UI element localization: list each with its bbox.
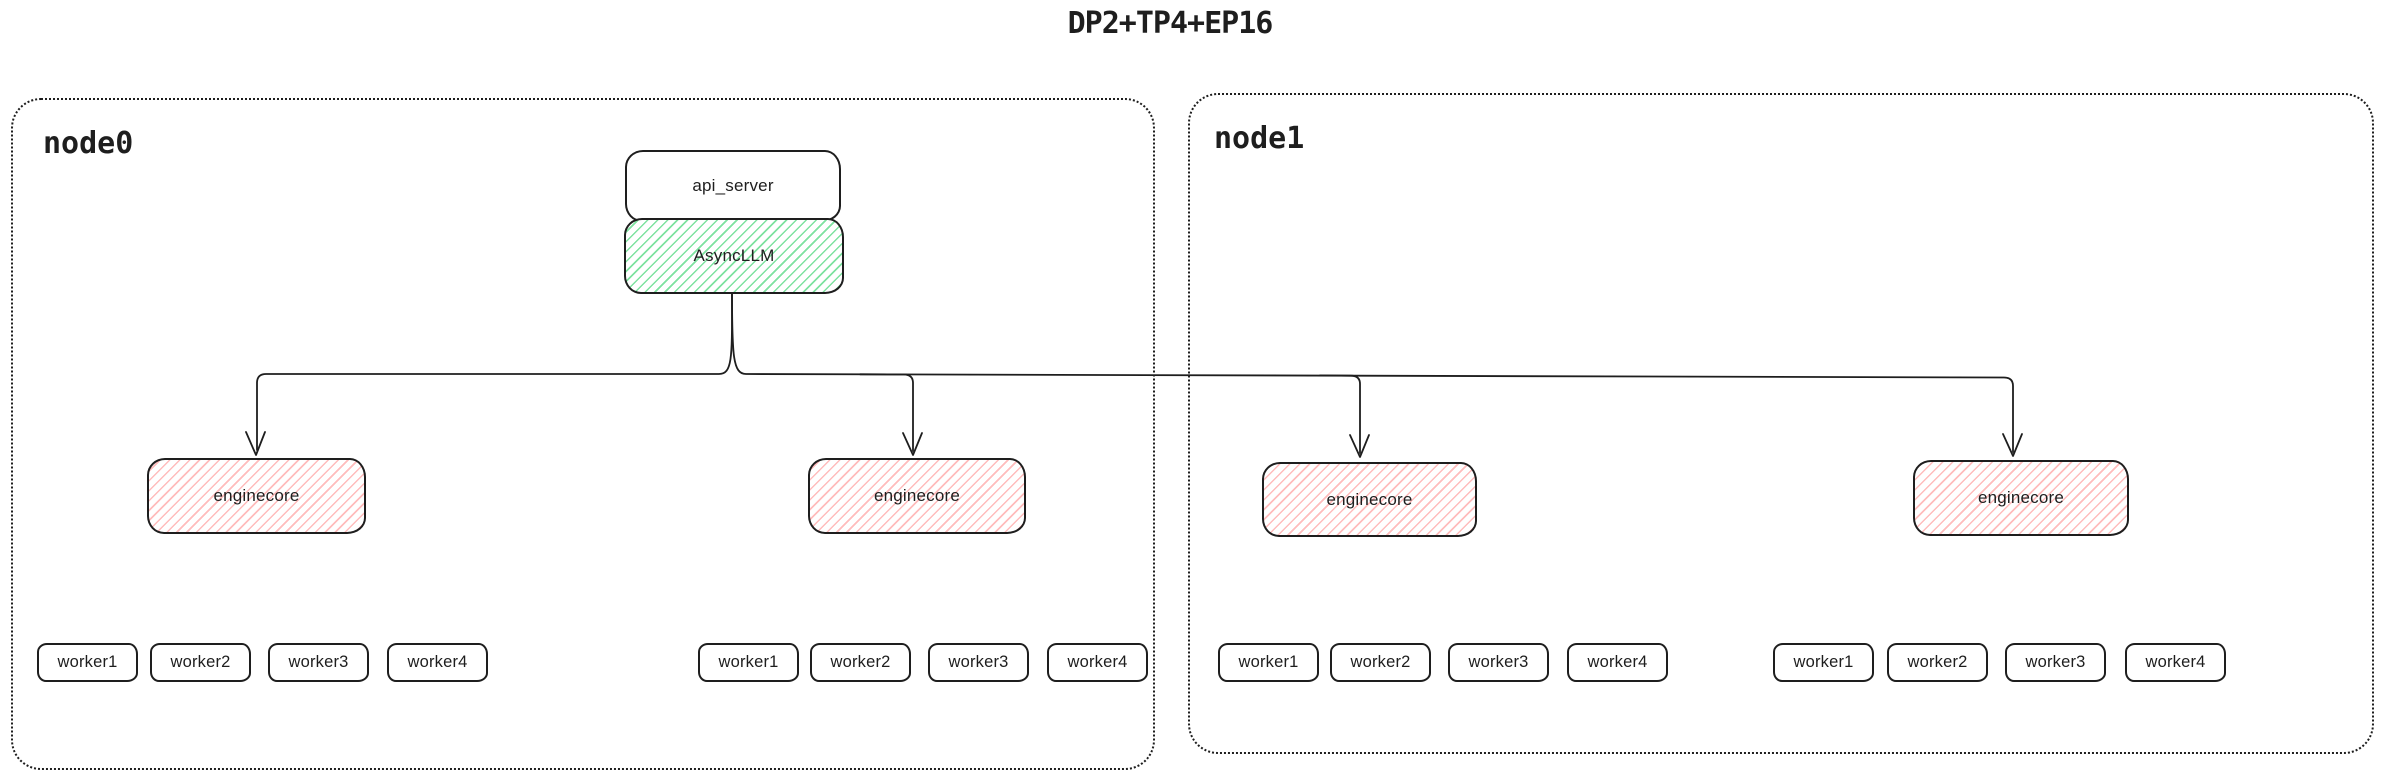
enginecore-box-3: enginecore (1262, 462, 1477, 537)
enginecore-box-2: enginecore (808, 458, 1026, 534)
arrow-asyncllm-to-enginecore-3 (1319, 374, 1361, 454)
worker-box: worker2 (810, 643, 911, 682)
api-server-box: api_server (625, 150, 841, 222)
worker-box: worker2 (150, 643, 251, 682)
worker-box: worker1 (1773, 643, 1874, 682)
asyncllm-label: AsyncLLM (693, 246, 775, 265)
worker-box: worker3 (2005, 643, 2106, 682)
arrowhead-icon (1349, 434, 1370, 458)
worker-box: worker4 (1567, 643, 1668, 682)
enginecore-label: enginecore (873, 486, 961, 505)
diagram-title: DP2+TP4+EP16 (1067, 6, 1274, 41)
node1-group-box: node1 (1188, 93, 2374, 754)
worker-box: worker1 (37, 643, 138, 682)
node0-label: node0 (43, 126, 134, 161)
enginecore-label: enginecore (213, 486, 300, 505)
worker-box: worker4 (2125, 643, 2226, 682)
worker-box: worker3 (928, 643, 1029, 682)
worker-box: worker2 (1330, 643, 1431, 682)
node1-label: node1 (1214, 121, 1305, 156)
worker-box: worker4 (1047, 643, 1148, 682)
worker-box: worker1 (1218, 643, 1319, 682)
arrowhead-icon (2002, 433, 2023, 457)
node0-group-box: node0 (11, 98, 1155, 770)
worker-box: worker3 (268, 643, 369, 682)
arrow-asyncllm-to-enginecore-4 (731, 291, 2014, 453)
worker-box: worker2 (1887, 643, 1988, 682)
worker-box: worker3 (1448, 643, 1549, 682)
enginecore-label: enginecore (1977, 488, 2065, 507)
enginecore-box-1: enginecore (147, 458, 366, 534)
worker-box: worker1 (698, 643, 799, 682)
asyncllm-box: AsyncLLM (624, 218, 844, 294)
arrowhead-icon (245, 431, 266, 456)
api-server-label: api_server (692, 176, 774, 195)
arrowhead-icon (902, 432, 923, 456)
enginecore-box-4: enginecore (1913, 460, 2129, 536)
arrow-asyncllm-to-enginecore-2 (859, 373, 914, 452)
worker-box: worker4 (387, 643, 488, 682)
enginecore-label: enginecore (1326, 489, 1413, 509)
arrow-asyncllm-to-enginecore-1 (256, 291, 733, 451)
